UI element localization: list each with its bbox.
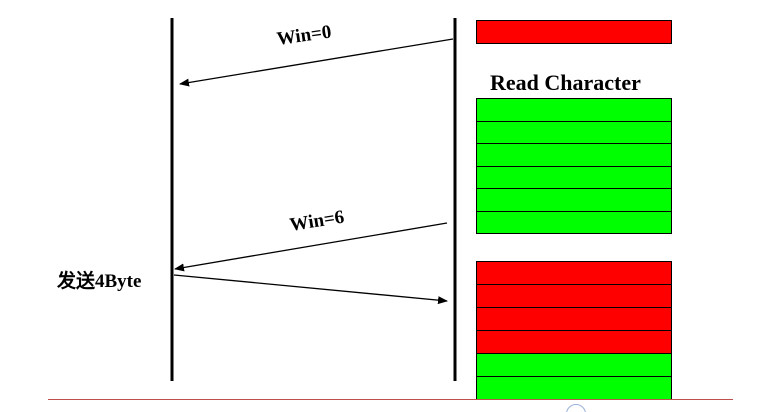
win0-arrow xyxy=(179,38,454,87)
buffer-cell-full xyxy=(476,307,672,331)
buffer-cell-free xyxy=(476,98,672,122)
buffer-cell-full xyxy=(476,261,672,285)
buffer-cell-full xyxy=(476,20,672,44)
buffer-cell-free xyxy=(476,353,672,377)
buffer-cell-free xyxy=(476,188,672,212)
buffer-cell-free xyxy=(476,120,672,144)
buffer-cell-full xyxy=(476,284,672,308)
buffer-cell-free xyxy=(476,210,672,234)
read-character-title: Read Character xyxy=(490,70,641,95)
send-4byte-label: 发送4Byte xyxy=(57,271,142,292)
buffer-cell-full xyxy=(476,330,672,354)
win6-arrow xyxy=(174,222,448,272)
buffer-cell-free xyxy=(476,143,672,167)
footer-divider xyxy=(48,399,733,400)
buffer-cell-free xyxy=(476,165,672,189)
send-data-arrow xyxy=(173,274,448,305)
buffer-cell-free xyxy=(476,376,672,400)
